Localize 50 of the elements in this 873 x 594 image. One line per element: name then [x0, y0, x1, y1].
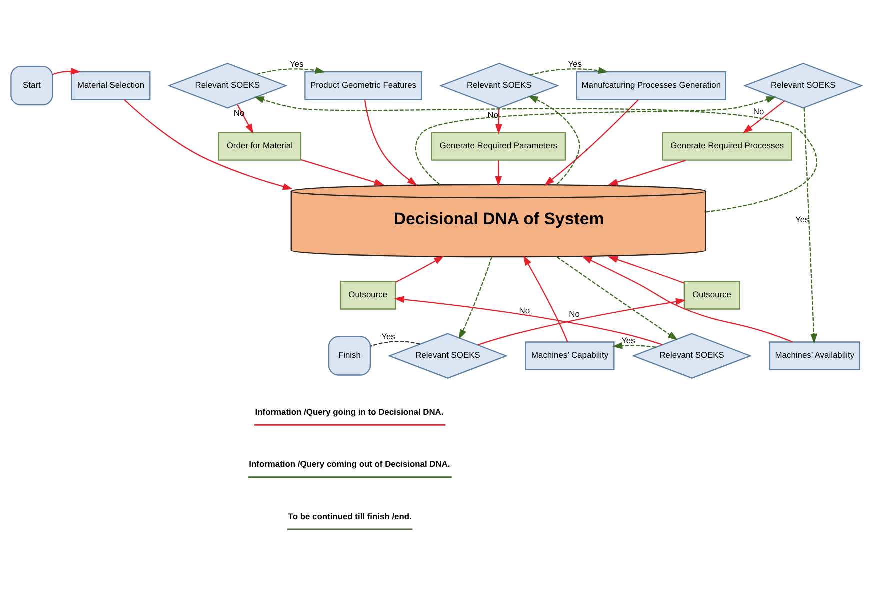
edge-label: No	[569, 308, 580, 318]
arrow	[256, 66, 326, 75]
legend-label: Information /Query coming out of Decisional DNA.	[249, 458, 450, 469]
edge-label: Yes	[568, 58, 582, 68]
edge-label: No	[519, 305, 530, 316]
node-box: Machines’ Capability	[525, 341, 615, 370]
legend-label: Information /Query going in to Decisional DNA.	[255, 406, 444, 417]
legend-label: To be continued till finish /end.	[288, 510, 412, 521]
arrow	[612, 342, 656, 349]
arrow	[608, 159, 686, 186]
node-diamond: Relevant SOEKS	[168, 62, 288, 108]
node-box: Outsource	[340, 280, 396, 310]
node-box: Material Selection	[71, 70, 151, 100]
node-box: Generate Required Processes	[662, 132, 792, 160]
arrow	[608, 256, 685, 284]
node-diamond: Relevant SOEKS	[439, 62, 560, 108]
edge-label: Yes	[796, 214, 810, 224]
arrow	[478, 298, 686, 346]
arrow	[495, 160, 502, 186]
connector	[370, 340, 420, 346]
arrow	[556, 256, 678, 340]
arrow	[124, 98, 294, 190]
node-box: Machines’ Availability	[769, 341, 860, 370]
arrow	[528, 95, 580, 185]
node-diamond: Relevant SOEKS	[743, 62, 864, 108]
edge-label: Yes	[382, 330, 396, 341]
node-box: Manufcaturing Processes Generation	[576, 70, 726, 100]
arrow	[394, 296, 663, 345]
node-box: Finish	[328, 336, 372, 376]
edge-label: Yes	[290, 58, 304, 68]
arrow	[254, 96, 818, 212]
node-box: Outsource	[684, 280, 740, 310]
arrow	[52, 67, 81, 75]
arrow	[804, 107, 818, 344]
edge-label: No	[753, 106, 764, 116]
arrow	[742, 100, 786, 134]
arrow	[364, 99, 418, 186]
node-box: Generate Required Parameters	[431, 132, 566, 160]
arrow	[582, 256, 794, 342]
arrow	[495, 108, 502, 134]
node-box: Start	[10, 66, 54, 106]
node-box: Order for Material	[218, 132, 302, 160]
arrow	[396, 256, 444, 282]
arrow	[459, 256, 492, 340]
arrow	[415, 96, 776, 185]
arrow	[301, 158, 385, 186]
arrow	[530, 66, 609, 76]
node-box: Product Geometric Features	[304, 70, 422, 100]
arrow	[523, 255, 568, 342]
arrow	[544, 98, 640, 186]
